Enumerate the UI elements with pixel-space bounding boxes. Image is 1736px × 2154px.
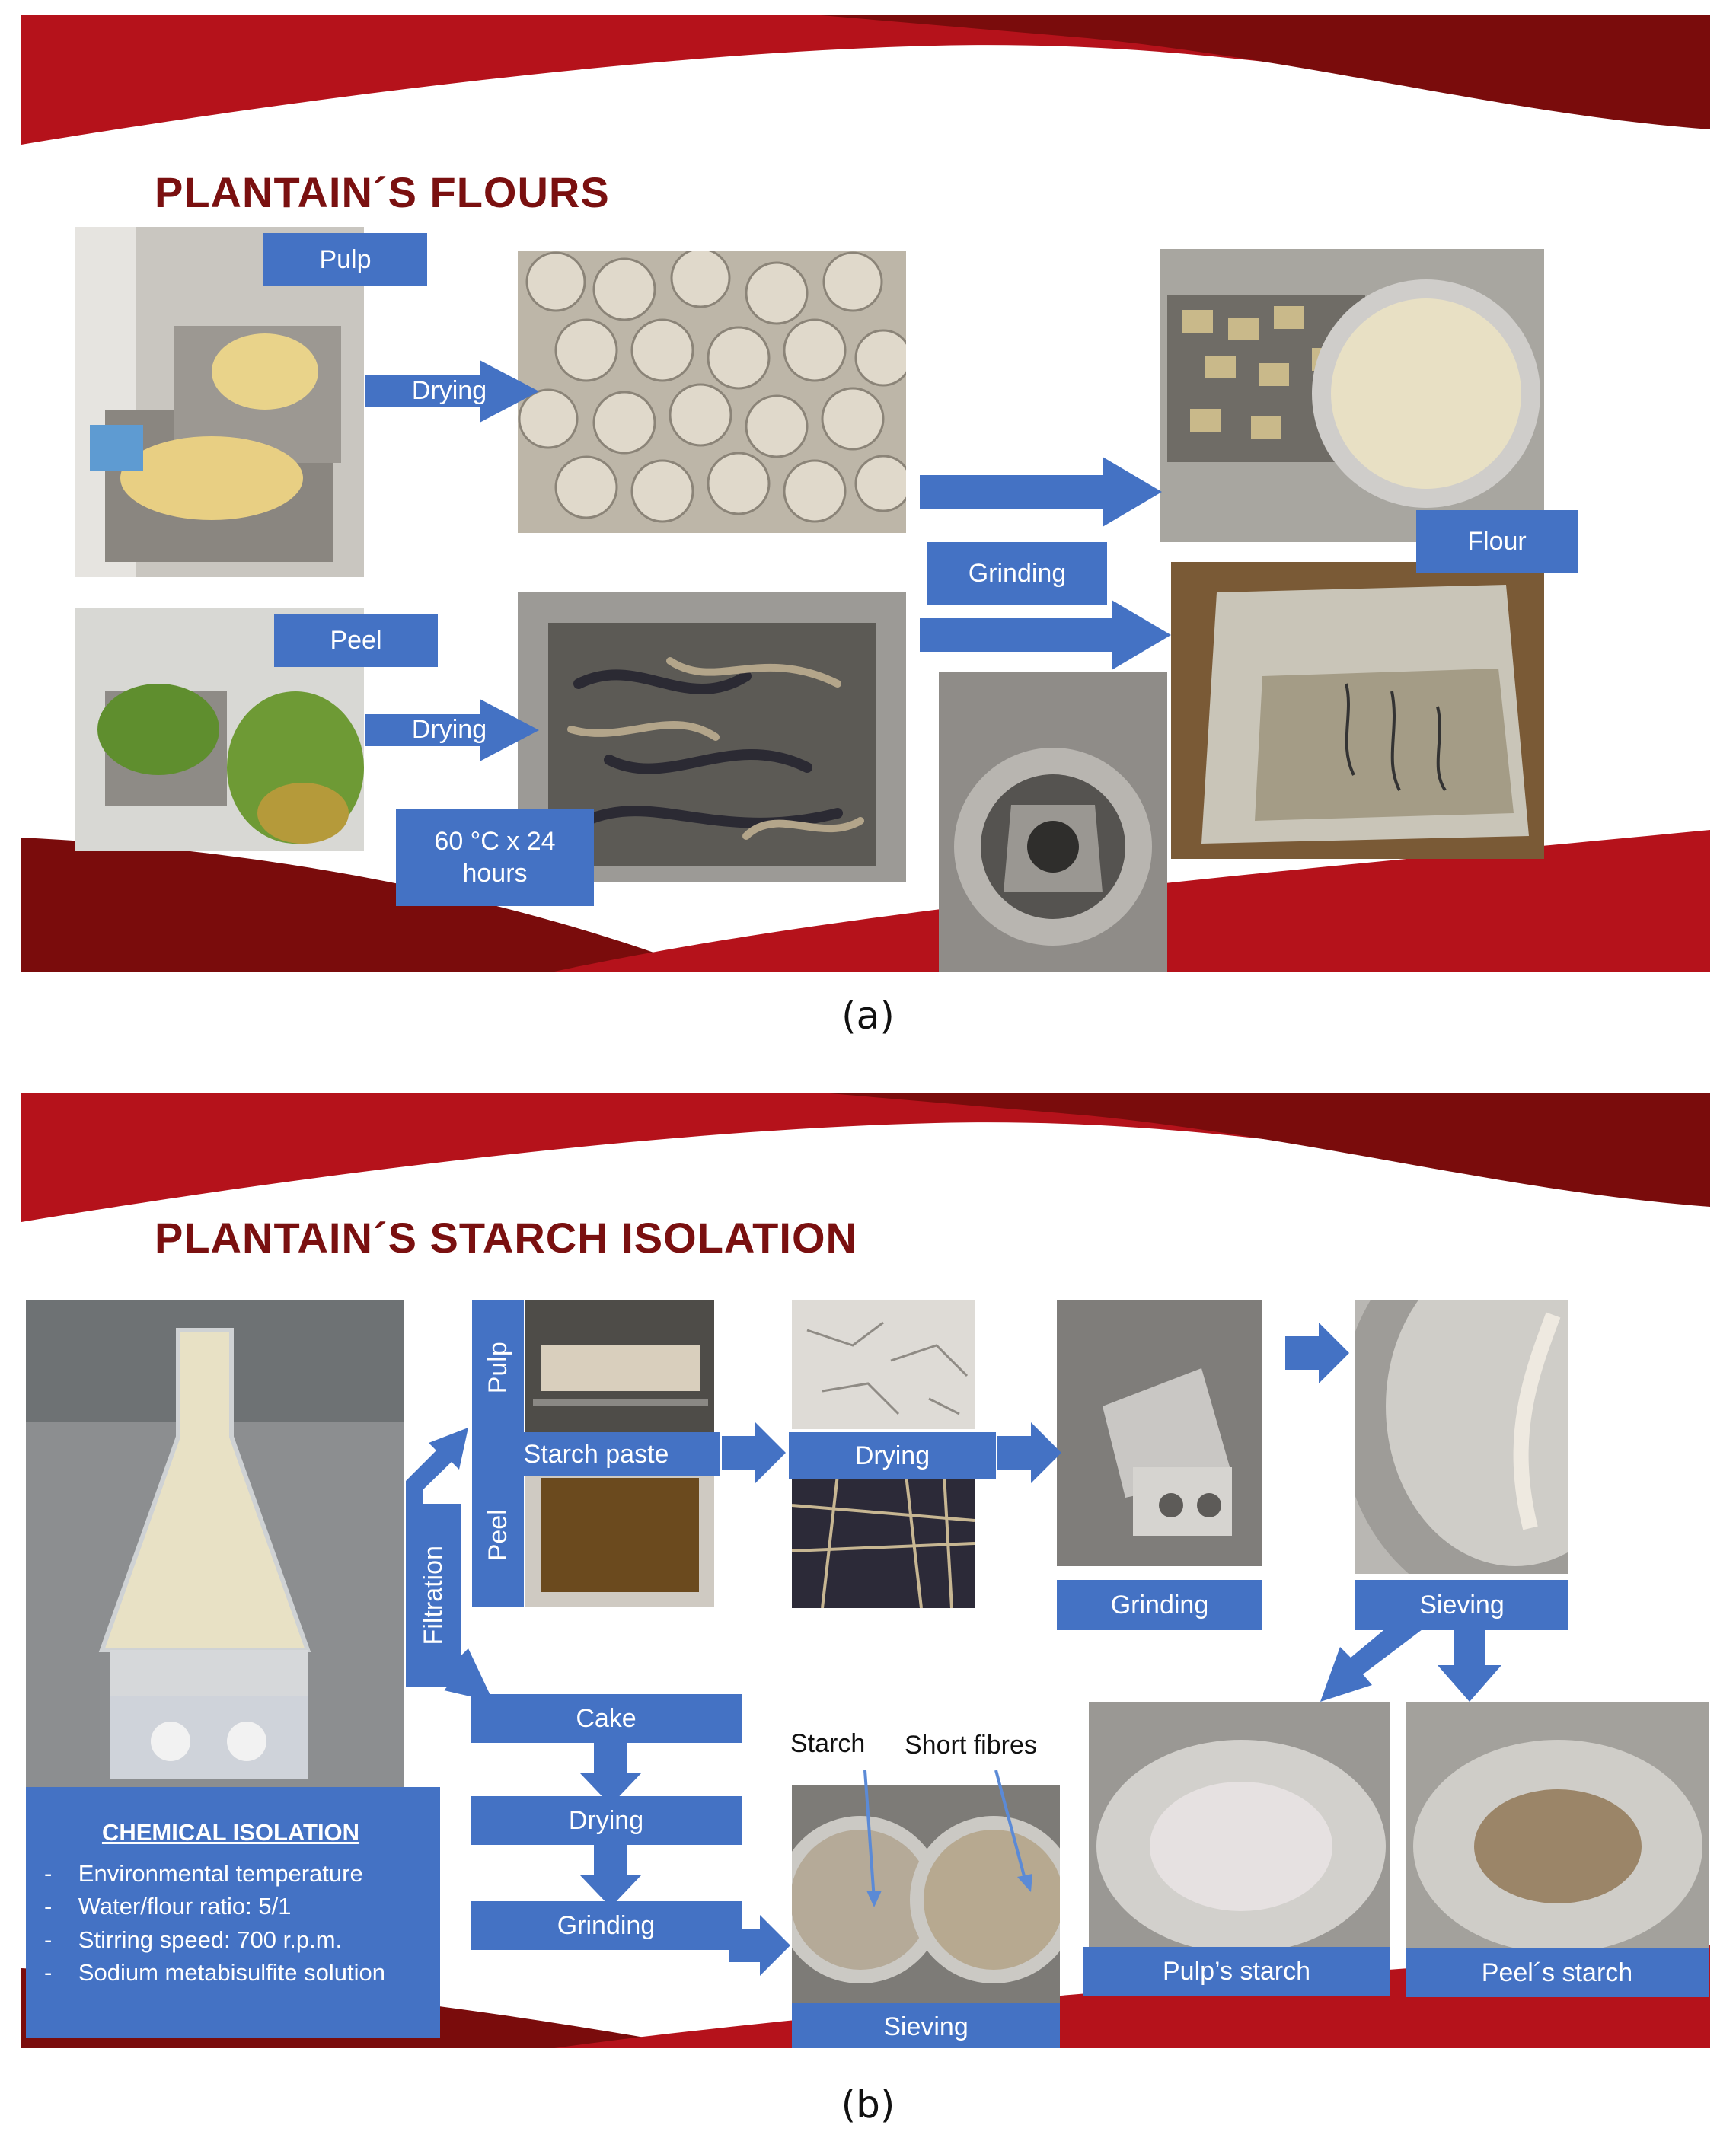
photo-peel-starch [1406,1702,1709,1961]
arrow-pulp-to-dried [365,360,539,423]
label-drying-conditions: 60 °C x 24 hours [396,809,594,906]
photo-peel-paste-tray [525,1463,714,1607]
chemical-isolation-item: - Sodium metabisulfite solution [44,1959,385,1986]
label-peel-b: Peel [472,1463,524,1607]
chemical-isolation-title: CHEMICAL ISOLATION [101,1819,360,1846]
label-cake: Cake [471,1694,742,1743]
arrow-drying-to-grinding-b [580,1843,641,1907]
chemical-isolation-item: - Stirring speed: 700 r.p.m. [44,1926,343,1953]
label-pulp-b: Pulp [472,1300,524,1435]
label-sieving-bottom-b: Sieving [792,2003,1060,2048]
arrow-cake-to-drying [580,1741,641,1805]
arrow-peel-to-dried [365,699,539,761]
arrow-filtration-up [406,1428,468,1515]
photo-grinding-mill [939,672,1167,972]
label-pulp-b-text: Pulp [483,1341,512,1394]
photo-dried-pulp-slices [518,251,906,533]
label-starch-pointer: Starch [790,1729,866,1758]
chemical-isolation-box: CHEMICAL ISOLATION - Environmental tempe… [26,1787,440,2038]
panel-title-b: PLANTAIN´S STARCH ISOLATION [155,1214,857,1262]
label-flour: Flour [1416,510,1578,573]
caption-b: (b) [841,2082,895,2127]
panel-plantain-flours: PLANTAIN´S FLOURS [21,15,1710,972]
arrow-pulp-to-flour [920,457,1162,527]
arrow-sieving-to-peel-starch [1438,1612,1501,1702]
photo-grinder-machine [1057,1300,1262,1566]
chemical-isolation-item: - Water/flour ratio: 5/1 [44,1893,292,1920]
arrow-grinding-to-sieving [1285,1323,1349,1383]
label-pulp: Pulp [263,233,427,286]
caption-a: (a) [841,994,895,1038]
label-peel: Peel [274,614,438,667]
arrow-paste-to-drying [722,1422,786,1483]
label-drying-bottom: Drying [411,714,487,744]
photo-sieve [1355,1300,1568,1574]
top-red-band-b [21,1093,1710,1222]
arrow-grinding-to-sieving-b [729,1915,790,1976]
label-sieving-top-b: Sieving [1355,1580,1568,1630]
label-drying-top-b: Drying [789,1432,996,1479]
label-pulps-starch: Pulp’s starch [1083,1947,1390,1996]
photo-dried-peel-starch [792,1475,975,1608]
photo-pulp-starch [1089,1702,1390,1961]
arrow-drying-to-grinding [997,1422,1061,1483]
label-filtration-text: Filtration [418,1545,448,1645]
label-drying-bottom-b: Drying [471,1796,742,1845]
label-filtration: Filtration [406,1504,461,1687]
pointer-lines [863,1770,1032,1907]
photo-flour-bowl [1160,249,1544,542]
panel-starch-isolation: PLANTAIN´S STARCH ISOLATION [21,1093,1710,2048]
photo-sieving-dishes [792,1785,1060,2003]
label-grinding: Grinding [927,542,1107,605]
label-drying-top: Drying [411,375,487,405]
arrow-peel-to-flour [920,600,1171,670]
chemical-isolation-item-text: Water/flour ratio: 5/1 [78,1893,292,1920]
label-grinding-bottom-b: Grinding [471,1901,742,1950]
chemical-isolation-item-text: Environmental temperature [78,1860,363,1887]
label-peel-b-text: Peel [483,1508,512,1562]
chemical-isolation-item-text: Sodium metabisulfite solution [78,1959,385,1986]
photo-peel-flour-bag [1171,562,1544,859]
photo-dried-pulp-starch [792,1300,975,1429]
label-grinding-top-b: Grinding [1057,1580,1262,1630]
chemical-isolation-item-text: Stirring speed: 700 r.p.m. [78,1926,343,1953]
top-red-band [21,15,1710,145]
label-short-fibres-pointer: Short fibres [905,1731,1037,1760]
photo-pulp-paste-tray [525,1300,714,1435]
panel-title: PLANTAIN´S FLOURS [155,168,610,216]
arrow-sieving-to-pulp-starch [1320,1612,1425,1702]
photo-pulp-slicing [75,227,364,577]
chemical-isolation-item: - Environmental temperature [44,1860,363,1887]
label-peels-starch: Peel´s starch [1406,1948,1709,1997]
label-starch-paste: Starch paste [472,1432,720,1476]
photo-stirring-flask [26,1300,404,1798]
